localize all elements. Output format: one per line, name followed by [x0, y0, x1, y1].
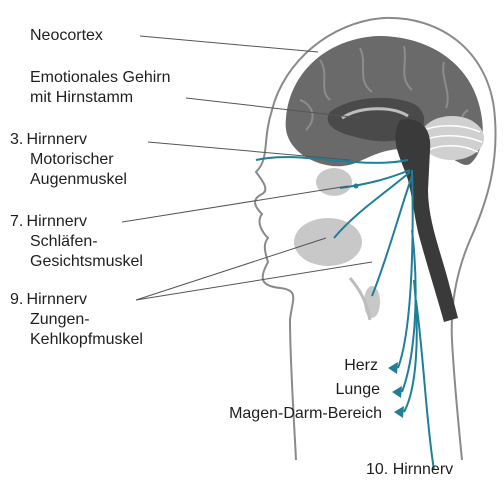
label-magen-darm: Magen-Darm-Bereich — [229, 404, 382, 424]
tongue-shape — [294, 218, 362, 266]
label-nerve10: 10. Hirnnerv — [366, 460, 453, 480]
label-nerve3-line2: Motorischer — [30, 150, 114, 170]
label-nerve7-line1: 7. Hirnnerv — [10, 212, 87, 232]
eye-shape — [316, 168, 352, 196]
label-lunge: Lunge — [336, 380, 381, 400]
label-neocortex: Neocortex — [30, 26, 103, 46]
label-nerve7-line2: Schläfen- — [30, 232, 98, 252]
label-nerve9-line2: Zungen- — [30, 310, 90, 330]
label-nerve3-line3: Augenmuskel — [30, 170, 127, 190]
label-nerve3-line1: 3. Hirnnerv — [10, 130, 87, 150]
label-nerve7-line3: Gesichtsmuskel — [30, 252, 143, 272]
label-herz: Herz — [344, 356, 378, 376]
label-emotional-brain-line2: mit Hirnstamm — [30, 88, 133, 108]
label-emotional-brain-line1: Emotionales Gehirn — [30, 68, 171, 88]
label-nerve9-line1: 9. Hirnnerv — [10, 290, 87, 310]
label-nerve9-line3: Kehlkopfmuskel — [30, 330, 143, 350]
